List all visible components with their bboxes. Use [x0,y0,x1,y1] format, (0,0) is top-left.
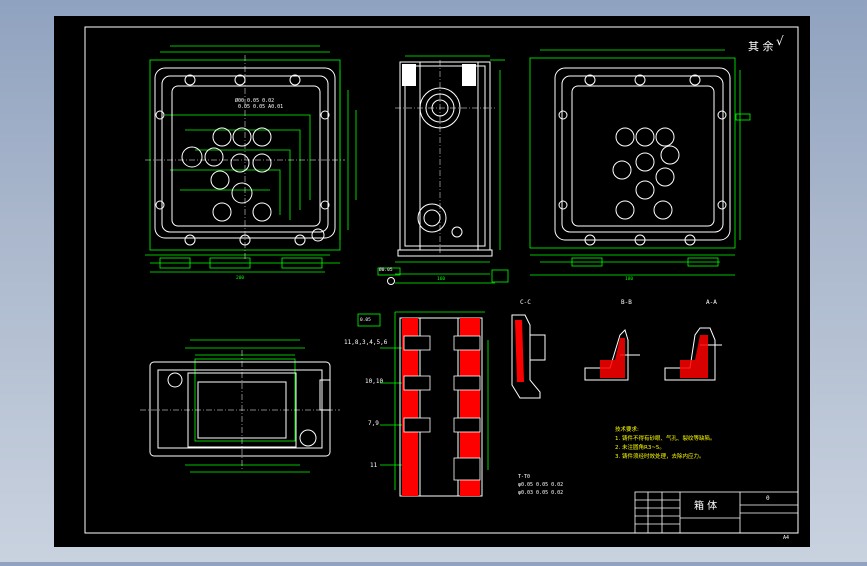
svg-text:φ0.03 0.05 0.02: φ0.03 0.05 0.02 [518,490,563,496]
part-name: 箱 体 [694,501,718,512]
dim-180: 180 [625,277,634,282]
corner-mark: A4 [783,535,790,541]
hole-note-2: 10,10 [365,378,384,385]
top-middle-view [377,55,509,285]
drawing-canvas [54,16,810,547]
roughness-check-icon: √ [776,34,784,48]
section-cc [511,314,546,399]
hole-note-4: 11 [370,462,378,469]
section-label-bb: B-B [621,299,632,306]
middle-section-view: T-T0 φ0.05 0.05 0.02 φ0.03 0.05 0.02 [357,311,563,497]
tech-req-heading: 技术要求: [615,427,639,433]
svg-text:0.05 0.05 A0.01: 0.05 0.05 A0.01 [238,104,283,110]
drawing-frame [84,26,799,534]
section-label-aa: A-A [706,299,717,306]
dim-160: 160 [437,277,446,282]
section-bb [584,329,640,381]
tech-req-3: 3. 铸件须经时效处理，去除内应力。 [615,454,705,460]
hole-note-1: 11,8,3,4,5,6 [344,339,388,346]
svg-text:φ0.05 0.05 0.02: φ0.05 0.05 0.02 [518,482,563,488]
dim-tolerance-1: Ø0.05 [379,268,393,273]
svg-text:Ø00 0.05 0.02: Ø00 0.05 0.02 [235,97,274,104]
scale-mark: 0 [766,495,770,502]
title-block [634,491,799,534]
tech-req-1: 1. 铸件不得有砂眼、气孔、裂纹等缺陷。 [615,436,716,442]
hole-note-3: 7,9 [368,420,379,427]
tech-requirements: 技术要求: 1. 铸件不得有砂眼、气孔、裂纹等缺陷。 2. 未注圆角R3~5。 … [615,426,716,462]
tech-req-2: 2. 未注圆角R3~5。 [615,445,665,451]
top-left-view: Ø00 0.05 0.02 0.05 0.05 A0.01 [145,45,357,273]
title-mark: 其 余 [748,40,774,53]
dim-200: 200 [236,276,245,281]
top-right-view [529,49,751,276]
bottom-left-view [140,339,340,473]
svg-text:T-T0: T-T0 [518,474,530,480]
section-aa [664,327,722,381]
section-label-cc: C-C [520,299,531,306]
dim-tolerance-2: 0.05 [360,318,371,323]
